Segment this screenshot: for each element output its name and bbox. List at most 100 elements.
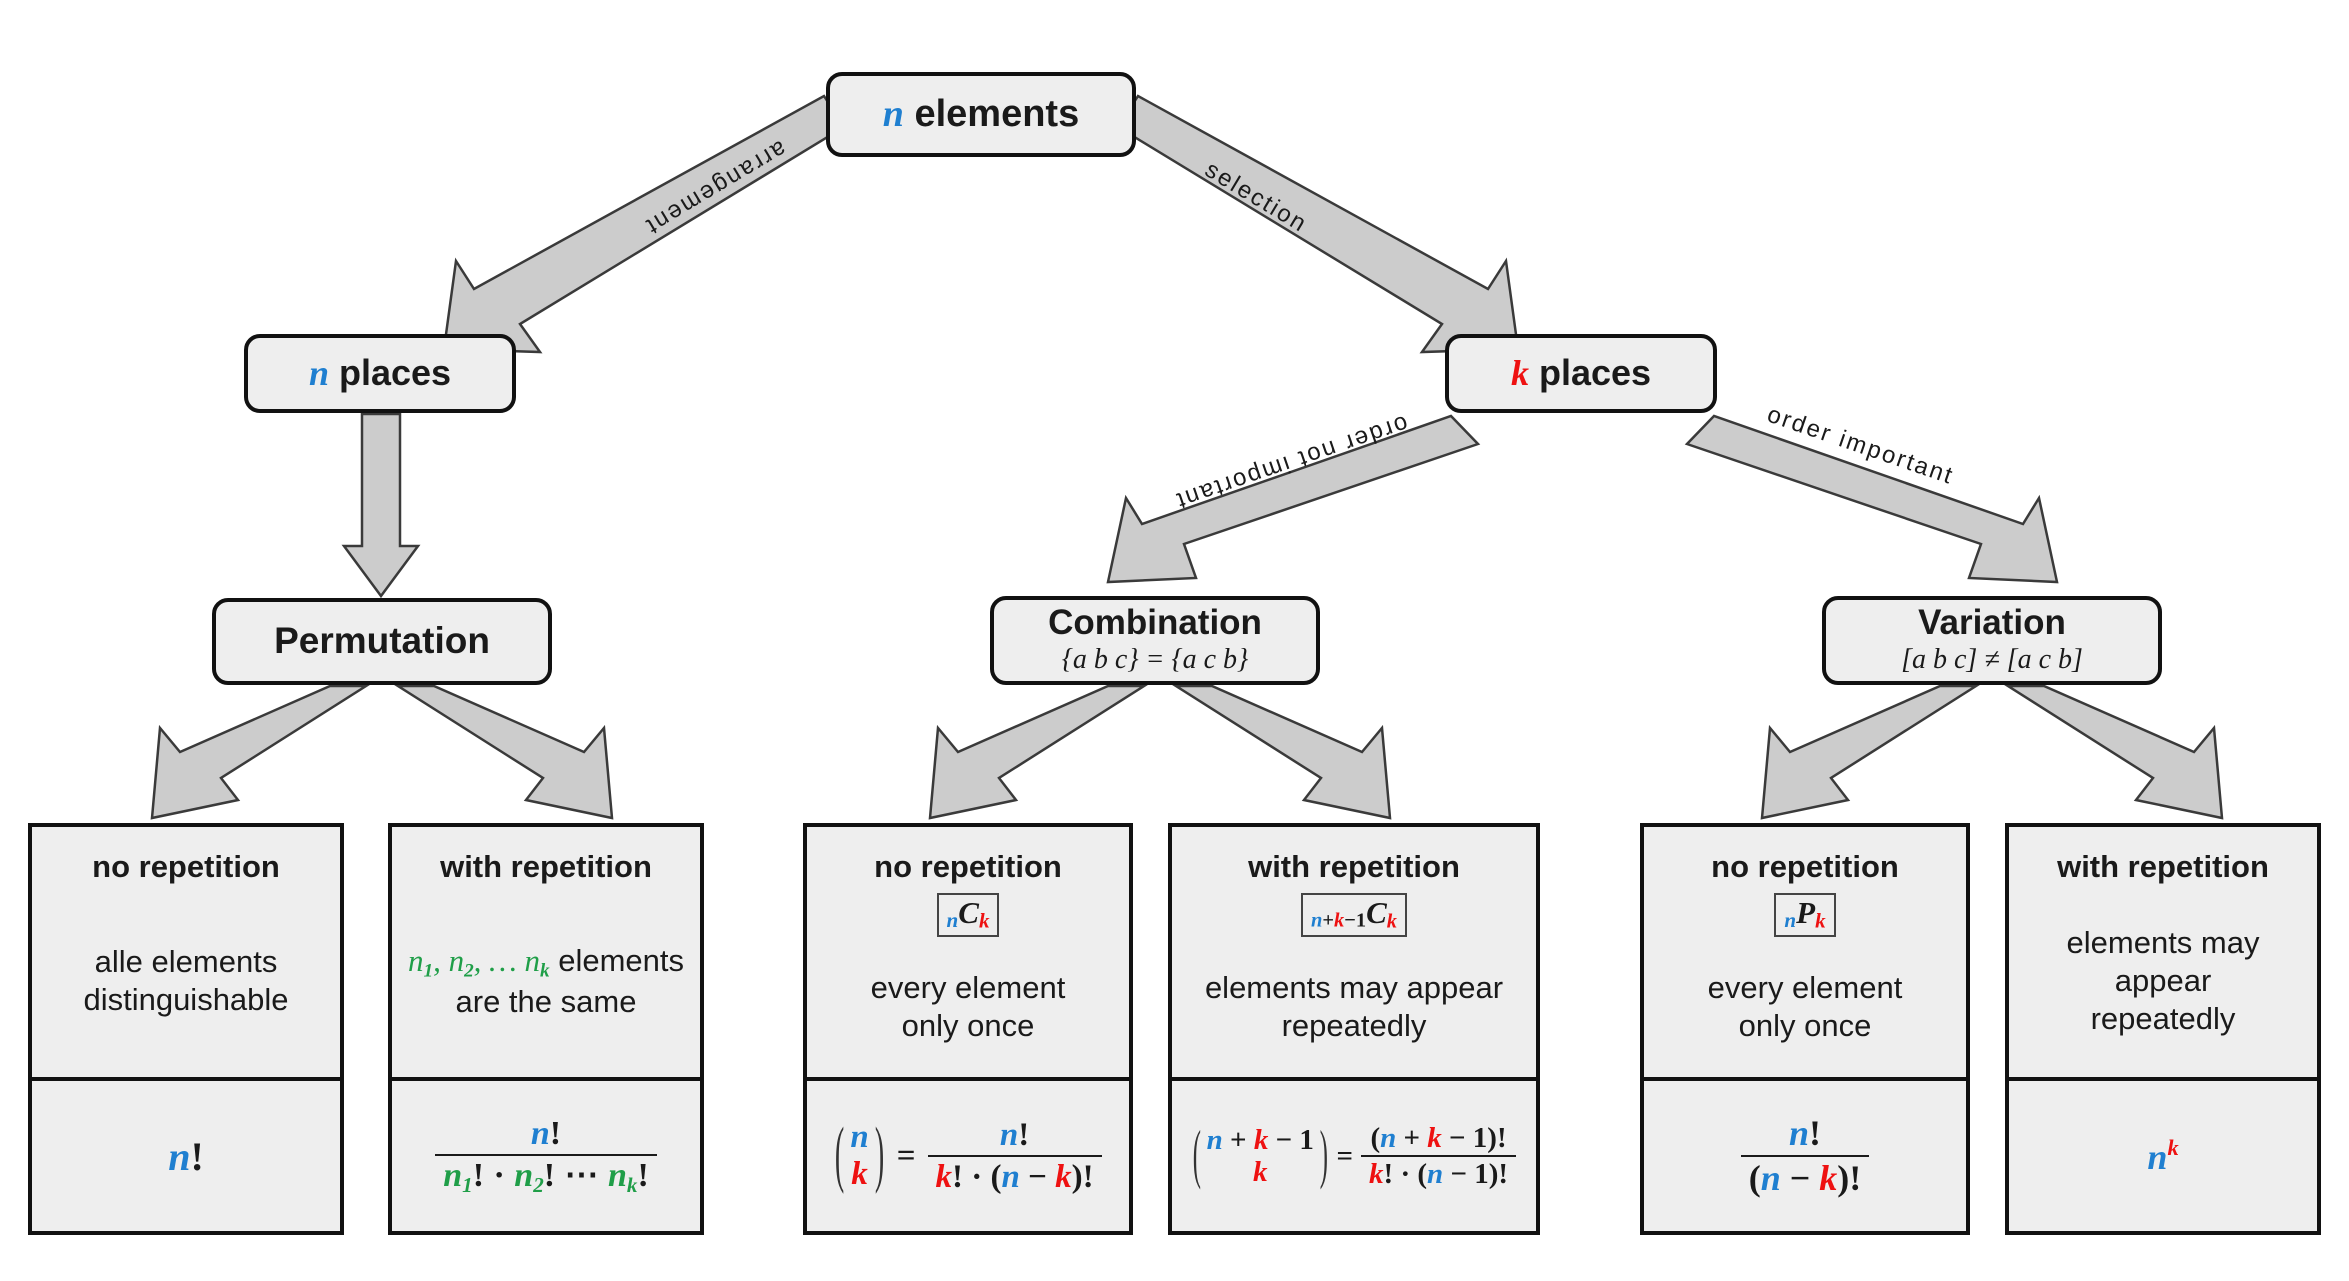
leaf-description-line-2: distinguishable [83, 982, 289, 1017]
leaf-description-line-1: elements may appear [2066, 925, 2260, 999]
group-vars: n1, n2, … nk [407, 942, 550, 982]
leaf-permutation-with-repetition[interactable]: with repetition n1, n2, … nk elements ar… [388, 823, 704, 1235]
arrow-selection [1116, 94, 1520, 354]
binom-top: n + k − 1 [1206, 1123, 1314, 1156]
node-n-places[interactable]: n places [244, 334, 516, 413]
equals-sign: = [896, 1137, 916, 1174]
leaf-combination-no-repetition[interactable]: no repetition nCk every element only onc… [803, 823, 1133, 1235]
arrow-combination-to-with-repetition [1171, 684, 1392, 820]
var-n: n [2147, 1136, 2168, 1177]
fraction-numerator: n! [1788, 1113, 1822, 1154]
node-variation-subtitle: [a b c] ≠ [a c b] [1901, 644, 2083, 676]
leaf-formula: n! n1! · n2! ⋯ nk! [392, 1081, 700, 1231]
fraction-denominator: (n − k)! [1740, 1155, 1870, 1198]
leaf-description-line-2: repeatedly [2090, 1000, 2236, 1036]
binom-bottom: k [1252, 1156, 1268, 1188]
arrow-label-arrangement: arrangement [639, 134, 792, 241]
leaf-description-line-2: are the same [455, 983, 637, 1019]
node-n-places-label: n places [309, 354, 451, 393]
node-variation-title: Variation [1918, 602, 2066, 642]
leaf-description: every element only once [1702, 969, 1909, 1045]
leaf-upper: with repetition n+k−1Ck elements may app… [1172, 827, 1536, 1081]
leaf-upper: no repetition nCk every element only onc… [807, 827, 1129, 1081]
leaf-description-line-1-tail: elements [558, 942, 685, 978]
leaf-description-line-1: elements may appear [1204, 970, 1504, 1006]
arrow-variation-to-no-repetition [1760, 684, 1981, 820]
leaf-formula: n! (n − k)! [1644, 1081, 1966, 1231]
var-k: k [1510, 353, 1529, 394]
var-n: n [882, 92, 904, 135]
fraction-numerator: (n + k − 1)! [1370, 1121, 1507, 1154]
binom-top: n [850, 1119, 869, 1156]
arrow-label-order-important: order important [1763, 400, 1958, 491]
leaf-upper: with repetition n1, n2, … nk elements ar… [392, 827, 700, 1081]
formula-row: ( n k ) = n! k! · (n − k)! [834, 1114, 1102, 1196]
leaf-description-line-1: every element [870, 970, 1066, 1006]
fraction-denominator: k! · (n − k)! [927, 1155, 1102, 1195]
binomial-coefficient: ( n + k − 1 k ) [1192, 1122, 1329, 1189]
leaf-heading: no repetition [1711, 849, 1899, 884]
var-k-exponent: k [2167, 1134, 2179, 1160]
arrow-label-order-not-important: order not important [1171, 409, 1412, 515]
node-variation[interactable]: Variation [a b c] ≠ [a c b] [1822, 596, 2162, 685]
leaf-upper: with repetition elements may appear repe… [2009, 827, 2317, 1081]
fraction-numerator: n! [530, 1115, 562, 1153]
power-expression: nk [2147, 1135, 2178, 1178]
node-n-elements[interactable]: n elements [826, 72, 1136, 157]
node-combination-subtitle: {a b c} = {a c b} [1061, 644, 1249, 676]
leaf-symbol-nCk: nCk [936, 893, 1000, 937]
leaf-description: alle elements distinguishable [77, 943, 294, 1019]
node-k-places[interactable]: k places [1445, 334, 1717, 413]
leaf-upper: no repetition alle elements distinguisha… [32, 827, 340, 1081]
fraction-denominator: k! · (n − 1)! [1361, 1155, 1517, 1189]
binom-bottom: k [851, 1156, 868, 1192]
leaf-description: elements may appear repeatedly [2009, 924, 2317, 1037]
node-n-places-word: places [338, 352, 452, 394]
leaf-formula: nk [2009, 1081, 2317, 1231]
factorial-sign: ! [190, 1133, 204, 1179]
leaf-heading: no repetition [92, 849, 280, 884]
leaf-description-line-2: repeatedly [1281, 1007, 1427, 1043]
binom-stack: n k [845, 1119, 873, 1193]
fraction: n! (n − k)! [1740, 1113, 1870, 1198]
node-n-elements-label: n elements [882, 92, 1080, 135]
node-permutation[interactable]: Permutation [212, 598, 552, 685]
arrow-permutation-to-no-repetition [150, 684, 371, 820]
leaf-combination-with-repetition[interactable]: with repetition n+k−1Ck elements may app… [1168, 823, 1540, 1235]
paren-left: ( [835, 1114, 845, 1196]
leaf-description-line-1: every element [1707, 970, 1903, 1006]
node-permutation-title: Permutation [274, 620, 490, 662]
symbol-content: n+k−1Ck [1310, 895, 1398, 933]
node-combination-title: Combination [1048, 602, 1262, 642]
symbol-content: nPk [1784, 895, 1826, 933]
var-n: n [308, 353, 329, 394]
arrow-combination-to-no-repetition [928, 684, 1149, 820]
symbol-content: nCk [946, 895, 990, 933]
arrow-order-not-important [1106, 414, 1481, 584]
fraction-numerator: n! [999, 1117, 1030, 1154]
fraction: (n + k − 1)! k! · (n − 1)! [1361, 1121, 1517, 1190]
leaf-description: n1, n2, … nk elements are the same [402, 942, 690, 1021]
node-n-elements-word: elements [914, 92, 1080, 135]
leaf-permutation-no-repetition[interactable]: no repetition alle elements distinguisha… [28, 823, 344, 1235]
arrow-permutation-to-with-repetition [393, 684, 614, 820]
formula-row: ( n + k − 1 k ) = (n + k − 1)! k! · (n −… [1192, 1121, 1517, 1190]
leaf-heading: with repetition [1248, 849, 1460, 884]
var-n: n [168, 1133, 191, 1179]
node-n-elements-text [904, 93, 915, 135]
fraction-denominator: n1! · n2! ⋯ nk! [435, 1153, 657, 1196]
node-k-places-label: k places [1511, 354, 1651, 393]
node-combination[interactable]: Combination {a b c} = {a c b} [990, 596, 1320, 685]
binomial-coefficient: ( n k ) [834, 1114, 884, 1196]
leaf-variation-no-repetition[interactable]: no repetition nPk every element only onc… [1640, 823, 1970, 1235]
leaf-heading: no repetition [874, 849, 1062, 884]
paren-right: ) [874, 1114, 884, 1196]
leaf-variation-with-repetition[interactable]: with repetition elements may appear repe… [2005, 823, 2321, 1235]
fraction: n! k! · (n − k)! [927, 1117, 1102, 1195]
leaf-symbol-npkm1Ck: n+k−1Ck [1300, 893, 1408, 937]
leaf-heading: with repetition [2057, 849, 2269, 884]
leaf-description-line-2: only once [1738, 1007, 1872, 1043]
fraction: n! n1! · n2! ⋯ nk! [435, 1116, 657, 1196]
leaf-heading: with repetition [440, 849, 652, 884]
